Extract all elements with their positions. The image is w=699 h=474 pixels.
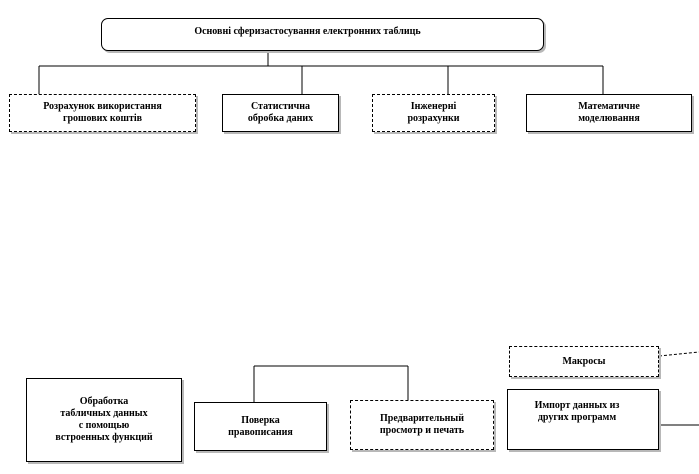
macros-box: Макросы: [509, 346, 659, 377]
category-modeling-box: Математичне моделювання: [526, 94, 692, 132]
item-line: с помощью: [78, 420, 130, 431]
category-line: Математичне: [578, 101, 640, 112]
connector-macros-stub: [658, 351, 699, 357]
category-line: розрахунки: [407, 113, 460, 124]
diagram-title-box: Основні сферизастосування електронних та…: [101, 18, 544, 51]
item-line: Макросы: [562, 355, 606, 367]
category-statistics-box: Статистична обробка даних: [222, 94, 339, 132]
item-line: Импорт данных из: [534, 400, 620, 411]
category-line: моделювання: [578, 113, 640, 124]
item-line: Предварительный: [379, 413, 464, 424]
diagram-title: Основні сферизастосування електронних та…: [194, 26, 421, 37]
item-line: встроенных функций: [55, 432, 153, 443]
item-line: правописания: [228, 426, 293, 438]
category-line: грошових коштів: [62, 113, 143, 124]
item-line: Обработка: [79, 396, 129, 407]
category-line: Розрахунок використання: [43, 101, 162, 112]
item-line: просмотр и печать: [379, 425, 465, 436]
import-data-box: Импорт данных из других программ: [507, 389, 659, 450]
category-line: обробка даних: [247, 113, 314, 124]
builtin-functions-box: Обработка табличных данных с помощью вст…: [26, 378, 182, 462]
category-finance-box: Розрахунок використання грошових коштів: [9, 94, 196, 132]
category-line: Статистична: [250, 101, 311, 112]
item-line: Поверка: [241, 414, 280, 426]
category-line: Інженерні: [410, 101, 457, 112]
print-preview-box: Предварительный просмотр и печать: [350, 400, 494, 450]
item-line: табличных данных: [60, 408, 148, 419]
spell-check-box: Поверка правописания: [194, 402, 327, 451]
category-engineering-box: Інженерні розрахунки: [372, 94, 495, 132]
item-line: других программ: [537, 412, 617, 423]
